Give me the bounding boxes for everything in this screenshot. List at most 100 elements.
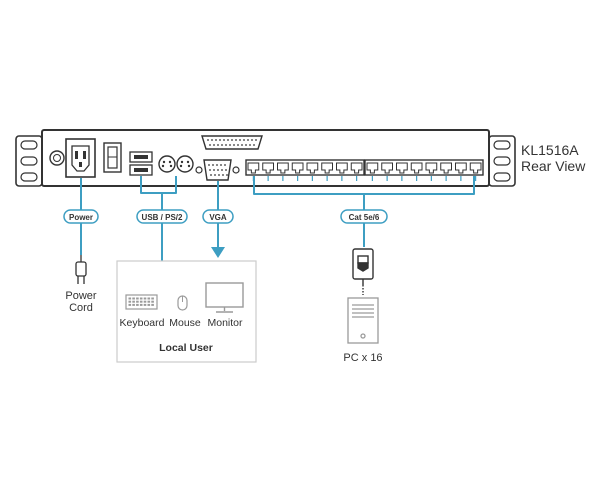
db25-pin: [241, 144, 243, 146]
cat-tag: Cat 5e/6: [340, 209, 388, 224]
vga-pin: [210, 174, 212, 176]
keyboard-key: [139, 300, 143, 303]
keyboard-icon: [125, 294, 158, 310]
rj45-port: [306, 162, 319, 174]
vga-pin: [225, 169, 227, 171]
monitor-icon: [205, 282, 244, 313]
vga-pin: [218, 174, 220, 176]
rj45-port: [247, 162, 260, 174]
db25-pin: [211, 139, 213, 141]
vga-connector: [195, 159, 240, 181]
usb-ps2-bracket: [140, 176, 177, 194]
keyboard-key: [147, 300, 151, 303]
keyboard-key: [151, 297, 154, 300]
keyboard-key: [143, 303, 147, 306]
keyboard-key: [128, 297, 132, 300]
cat-tag-label: Cat 5e/6: [349, 213, 380, 222]
db25-pin: [219, 139, 221, 141]
rj45-port: [291, 162, 304, 174]
power-tag: Power: [63, 209, 99, 224]
db25-pin: [225, 144, 227, 146]
vga-tag: VGA: [202, 209, 234, 224]
mouse-icon: [177, 295, 188, 311]
pc-tower-icon: [347, 297, 379, 344]
keyboard-key: [151, 303, 154, 306]
keyboard-key: [132, 300, 135, 303]
rj45-port: [350, 162, 363, 174]
power-plug-icon: [75, 255, 87, 284]
db25-pin: [229, 144, 231, 146]
usb-ports: [129, 151, 153, 176]
vga-pin: [214, 174, 216, 176]
keyboard-key: [136, 297, 139, 300]
keyboard-key: [136, 300, 139, 303]
db25-pin: [209, 144, 211, 146]
rj45-port: [469, 162, 482, 174]
rj45-plug-icon: [352, 248, 374, 295]
rj45-port: [396, 162, 408, 174]
keyboard-key: [151, 300, 154, 303]
db25-pin: [237, 144, 239, 146]
vga-pin: [221, 169, 223, 171]
db25-pin: [213, 144, 215, 146]
rj45-port: [366, 162, 379, 174]
usb-ps2-tag: USB / PS/2: [136, 209, 188, 224]
rj45-port: [336, 162, 348, 174]
device-view-label: Rear View: [521, 158, 586, 174]
keyboard-key: [143, 297, 147, 300]
db25-pin: [249, 144, 251, 146]
rj45-port-bank: [245, 159, 484, 176]
vga-pin: [213, 169, 215, 171]
keyboard-key: [132, 297, 135, 300]
keyboard-key: [132, 303, 135, 306]
db25-connector: [201, 135, 263, 150]
ground-screw-icon: [49, 150, 65, 166]
db25-pin: [215, 139, 217, 141]
db25-pin: [221, 144, 223, 146]
keyboard-key: [128, 300, 132, 303]
vga-pin: [208, 164, 210, 166]
db25-pin: [245, 144, 247, 146]
vga-pin: [217, 169, 219, 171]
rj45-port: [277, 162, 289, 174]
usb-ps2-tag-label: USB / PS/2: [142, 213, 183, 222]
rj45-bank-frame: [245, 159, 365, 176]
right-rack-ear: [488, 135, 516, 187]
local-user-title: Local User: [159, 342, 213, 354]
vga-pin: [216, 164, 218, 166]
keyboard-key: [147, 303, 151, 306]
power-cord-label-line2: Cord: [69, 302, 93, 314]
keyboard-key: [136, 303, 139, 306]
keyboard-key: [128, 303, 132, 306]
vga-pin: [212, 164, 214, 166]
power-inlet: [65, 138, 96, 178]
keyboard-key: [143, 300, 147, 303]
vga-arrow-icon: [211, 247, 225, 258]
vga-pin: [224, 164, 226, 166]
db25-pin: [255, 139, 257, 141]
rj45-port: [410, 162, 423, 174]
db25-pin: [235, 139, 237, 141]
vga-pin: [226, 174, 228, 176]
db25-pin: [233, 144, 235, 146]
vga-pin: [220, 164, 222, 166]
vga-pin: [222, 174, 224, 176]
db25-pin: [227, 139, 229, 141]
power-cord-label-line1: Power: [65, 290, 97, 302]
db25-pin: [217, 144, 219, 146]
keyboard-key: [139, 297, 143, 300]
rj45-port: [262, 162, 274, 174]
rj45-port: [455, 162, 467, 174]
keyboard-key: [147, 297, 151, 300]
db25-pin: [247, 139, 249, 141]
ps2-ports: [158, 155, 194, 173]
monitor-label: Monitor: [207, 317, 243, 329]
device-model: KL1516A: [521, 142, 579, 158]
db25-pin: [223, 139, 225, 141]
rj45-port: [425, 162, 438, 174]
db25-pin: [207, 139, 209, 141]
power-tag-label: Power: [69, 213, 93, 222]
rj45-port: [381, 162, 393, 174]
db25-pin: [231, 139, 233, 141]
keyboard-label: Keyboard: [120, 317, 165, 329]
